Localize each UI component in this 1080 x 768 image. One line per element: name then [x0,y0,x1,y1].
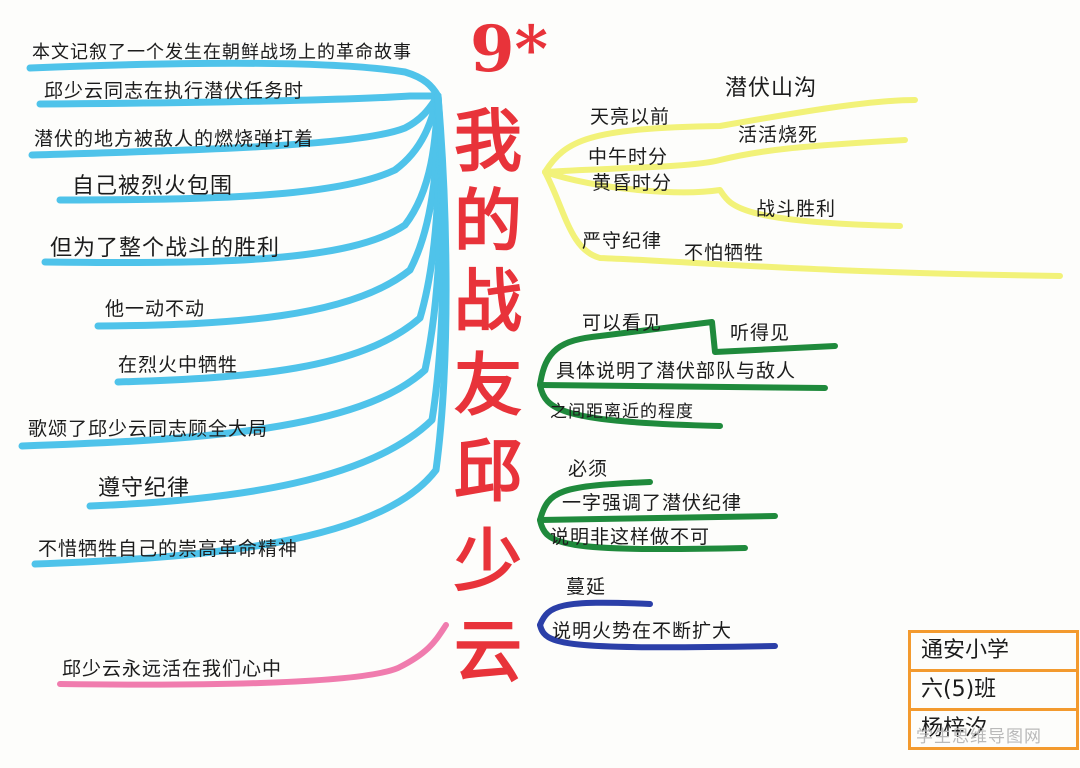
title-number: 9* [470,12,548,87]
info-box: 通安小学 六(5)班 杨梓汐 [908,630,1079,750]
left-branch-9: 遵守纪律 [98,476,191,501]
branch-line-green-2a [537,479,653,523]
info-school: 通安小学 [911,633,1076,672]
title-char-1: 我 [453,102,522,182]
green1-text-2: 听得见 [730,322,791,344]
title-char-2: 的 [453,182,522,262]
left-branch-6: 他一动不动 [105,298,206,320]
yellow-label-2: 中午时分 [588,146,669,168]
green1-text-3: 具体说明了潜伏部队与敌人 [556,360,797,382]
branch-line-blue-a [537,599,653,628]
branch-line-green-1a [537,319,838,388]
blue-text-2: 说明火势在不断扩大 [552,620,733,642]
left-branch-1: 本文记叙了一个发生在朝鲜战场上的革命故事 [32,42,412,63]
green1-text-1: 可以看见 [582,312,663,334]
watermark: 学生思维导图网 [916,727,1042,747]
left-branch-10: 不惜牺牲自己的崇高革命精神 [38,538,299,560]
yellow-label-3: 黄昏时分 [592,172,673,194]
branch-line-left-5 [41,92,442,267]
info-class: 六(5)班 [911,672,1076,711]
title-char-6: 少 [453,522,522,602]
branch-line-green-2b [537,513,778,523]
green2-text-1: 必须 [568,458,609,480]
branch-line-green-2c [537,517,748,553]
branch-line-pink [57,622,449,688]
yellow-sub-3: 战斗胜利 [756,198,837,220]
title-char-3: 战 [453,262,522,342]
branch-line-green-1c [537,382,723,429]
branch-line-left-4 [56,92,442,204]
branch-line-left-10 [31,92,450,568]
branch-line-yellow-4 [542,169,1063,279]
yellow-label-1: 天亮以前 [590,106,671,128]
left-branch-3: 潜伏的地方被敌人的燃烧弹打着 [34,128,315,150]
green2-text-2: 一字强调了潜伏纪律 [562,492,743,514]
branch-line-yellow-2 [542,137,908,175]
left-branch-5: 但为了整个战斗的胜利 [50,236,281,261]
title-char-4: 友 [453,346,522,426]
yellow-sub-1: 潜伏山沟 [725,76,818,101]
pink-branch: 邱少云永远活在我们心中 [62,658,283,680]
blue-text-1: 蔓延 [566,576,607,598]
branch-line-left-2 [36,92,442,108]
branch-line-left-3 [28,92,442,159]
left-branch-2: 邱少云同志在执行潜伏任务时 [44,80,305,102]
yellow-sub-2: 活活烧死 [738,124,819,146]
title-char-7: 云 [453,612,522,692]
title-char-5: 邱 [453,432,522,512]
branch-line-left-1 [26,59,442,100]
info-student: 杨梓汐 [921,716,988,741]
left-branch-8: 歌颂了邱少云同志顾全大局 [28,418,269,440]
left-branch-4: 自己被烈火包围 [72,174,234,199]
branch-line-blue-b [537,622,778,651]
yellow-label-5: 不怕牺牲 [684,242,765,264]
branch-line-yellow-1 [542,97,918,175]
branch-line-green-1b [537,382,828,391]
branch-line-yellow-3 [542,169,903,229]
green1-text-4: 之间距离近的程度 [550,402,694,422]
green2-text-3: 说明非这样做不可 [550,526,711,548]
yellow-label-4: 严守纪律 [582,230,663,252]
left-branch-7: 在烈火中牺牲 [118,354,239,376]
